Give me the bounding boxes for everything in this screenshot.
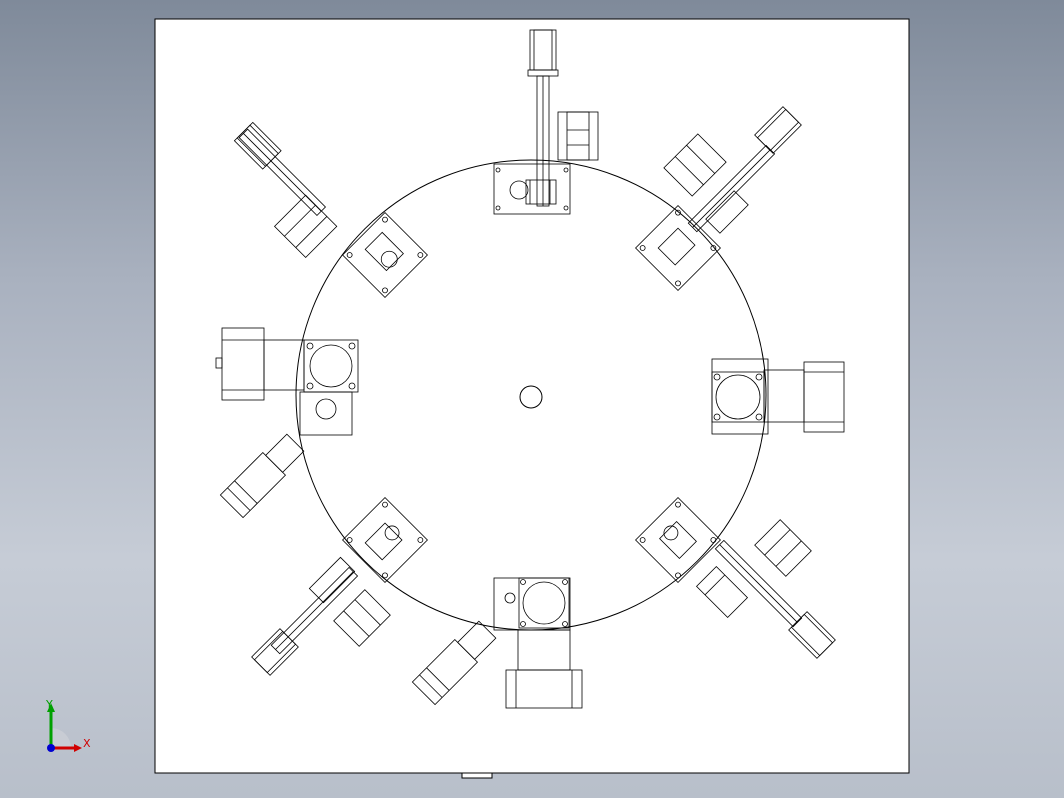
station-bottom-left xyxy=(219,433,497,706)
station-right xyxy=(711,358,845,435)
z-axis-dot xyxy=(47,744,55,752)
drawing-sheet xyxy=(154,18,910,774)
x-axis-label: X xyxy=(83,737,91,750)
station-bottom xyxy=(493,577,583,709)
coordinate-triad: X Y xyxy=(45,698,91,752)
station-top-right xyxy=(635,106,802,291)
station-top xyxy=(493,29,599,215)
triad-quarter-disc xyxy=(51,728,71,748)
center-hole xyxy=(519,385,543,409)
station-left xyxy=(215,327,359,436)
sheet-tab xyxy=(461,772,493,779)
y-axis-arrowhead xyxy=(47,703,55,712)
y-axis-label: Y xyxy=(45,698,53,711)
x-axis-arrowhead xyxy=(74,744,82,752)
station-top-left xyxy=(233,121,428,298)
station-bottom-right xyxy=(635,497,836,659)
